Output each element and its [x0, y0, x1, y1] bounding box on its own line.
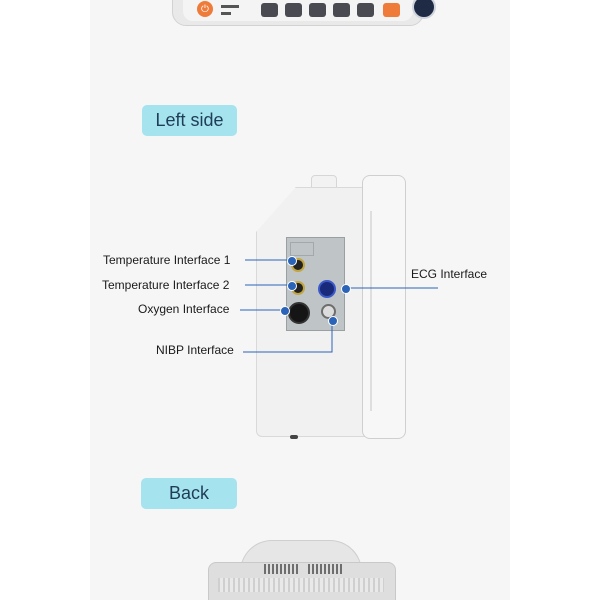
panel-key [309, 3, 326, 17]
ecg-port [318, 280, 336, 298]
back-grille [218, 578, 384, 592]
callout-dot-temperature-2 [287, 281, 297, 291]
callout-ecg: ECG Interface [411, 267, 488, 281]
panel-key [261, 3, 278, 17]
bezel-groove [370, 211, 372, 411]
section-label-left-side: Left side [142, 105, 237, 136]
left-margin [0, 0, 90, 600]
monitor-foot [290, 435, 298, 439]
callout-temperature-2: Temperature Interface 2 [102, 278, 230, 292]
indicator-led [221, 5, 239, 8]
panel-key [333, 3, 350, 17]
indicator-led [221, 12, 231, 15]
oxygen-port [288, 302, 310, 324]
panel-key [285, 3, 302, 17]
callout-dot-oxygen [280, 306, 290, 316]
back-view-device [208, 540, 396, 600]
section-label-back: Back [141, 478, 237, 509]
vent-slots [308, 564, 342, 574]
panel-label-plate [290, 242, 314, 256]
callout-temperature-1: Temperature Interface 1 [103, 253, 231, 267]
side-view-monitor [256, 175, 406, 440]
callout-dot-ecg [341, 284, 351, 294]
rotary-knob-icon [412, 0, 436, 19]
front-control-panel: ⏻ [183, 0, 436, 21]
power-icon: ⏻ [197, 1, 213, 17]
right-margin [510, 0, 600, 600]
callout-dot-nibp [328, 316, 338, 326]
panel-key [357, 3, 374, 17]
callout-dot-temperature-1 [287, 256, 297, 266]
front-view-device: ⏻ [172, 0, 436, 26]
callout-oxygen: Oxygen Interface [138, 302, 230, 316]
monitor-front-bezel [362, 175, 406, 439]
callout-nibp: NIBP Interface [156, 343, 234, 357]
panel-key-orange [383, 3, 400, 17]
vent-slots [264, 564, 298, 574]
